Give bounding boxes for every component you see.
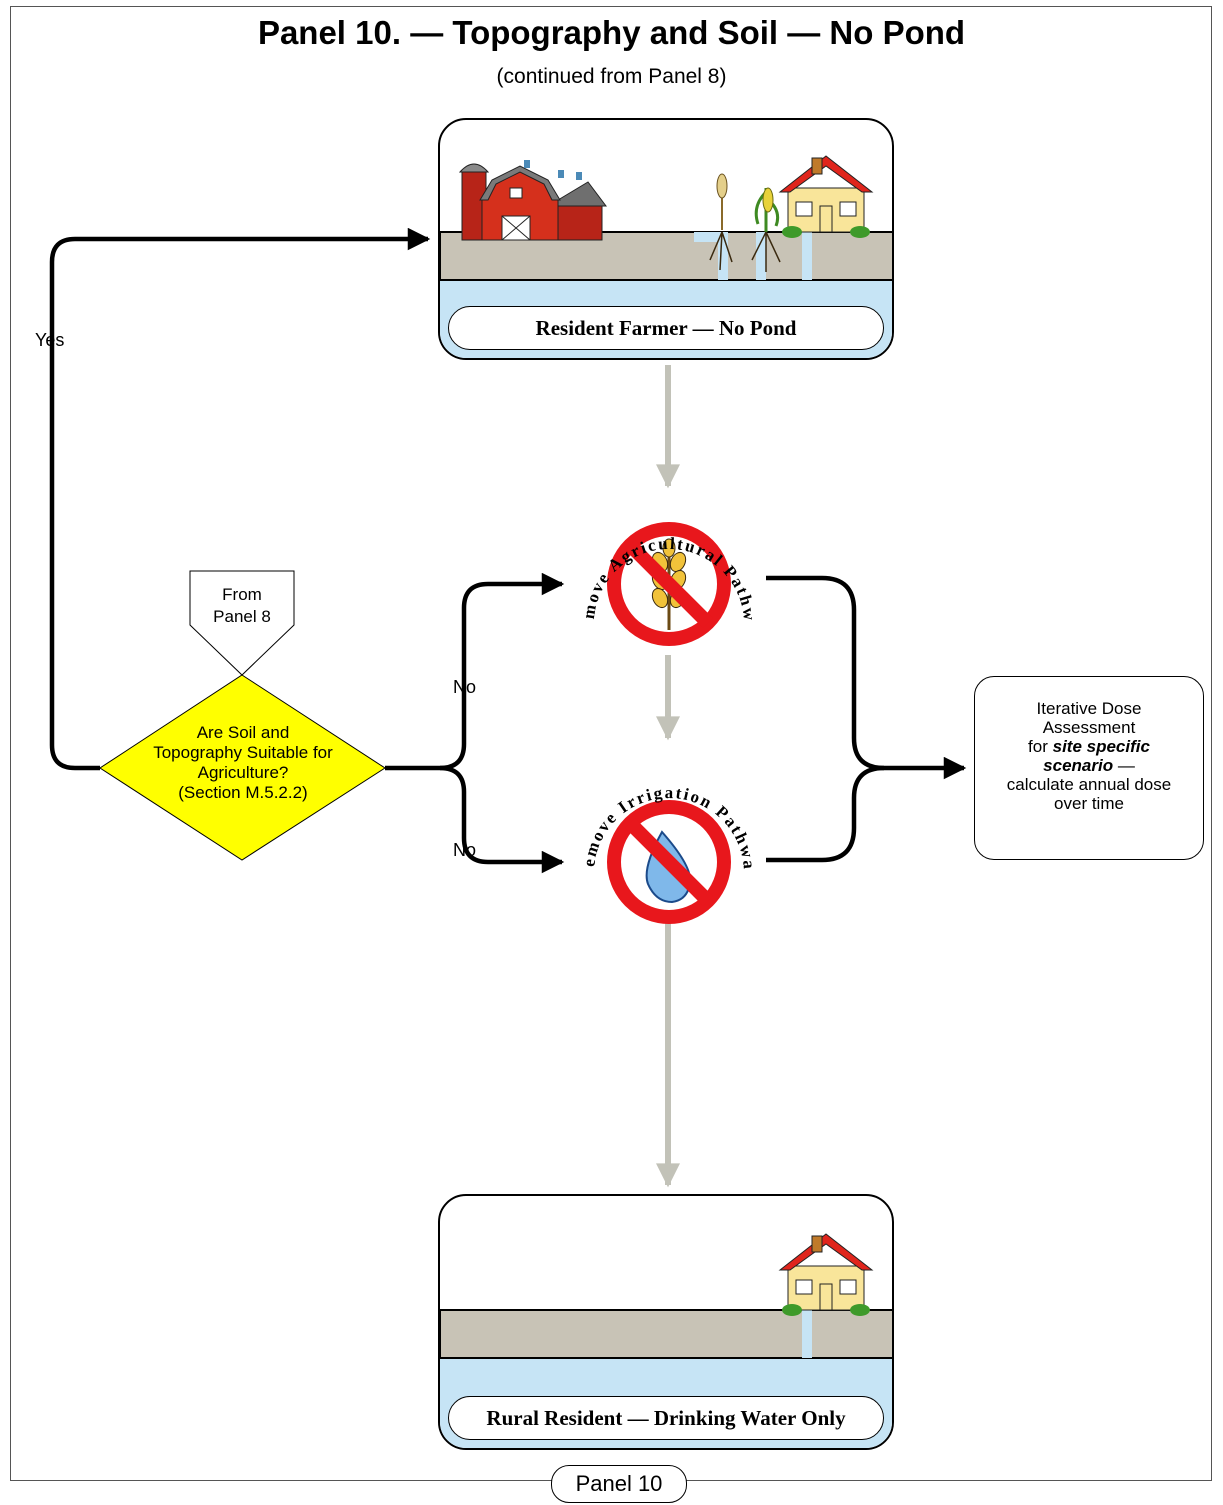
from-line-2: Panel 8 (213, 607, 271, 626)
outcome-line-1: Iterative Dose (1036, 699, 1142, 718)
page-title: Panel 10. — Topography and Soil — No Pon… (257, 14, 966, 51)
decision-text: Are Soil and Topography Suitable for Agr… (108, 723, 378, 803)
outcome-dash: — (1113, 756, 1135, 775)
no-wheat-icon (607, 522, 731, 646)
decision-line-3: Agriculture? (197, 763, 289, 782)
from-line-1: From (222, 585, 262, 604)
house-icon (778, 155, 874, 280)
edge-label-no-lower: No (453, 840, 477, 860)
outcome-emphasis-1: site specific (1052, 737, 1150, 756)
black-arrows (49, 227, 967, 874)
off-page-connector (189, 570, 295, 676)
decision-line-4: (Section M.5.2.2) (178, 783, 308, 802)
page-subtitle: (continued from Panel 8) (496, 65, 727, 88)
house-icon (778, 1233, 874, 1358)
decision-diamond (99, 674, 386, 861)
outcome-prefix: for (1028, 737, 1053, 756)
edge-label-no-upper: No (453, 677, 477, 697)
corn-plant-icon (751, 187, 781, 280)
footer-panel-label: Panel 10 (551, 1465, 687, 1503)
outcome-box: Iterative Dose Assessment for site speci… (974, 676, 1204, 860)
no-water-drop-icon (607, 800, 731, 924)
barn-icon (458, 160, 607, 241)
scene-rural-resident: Rural Resident — Drinking Water Only (438, 1194, 894, 1450)
decision-line-1: Are Soil and (196, 723, 290, 742)
scene-label-rural-resident: Rural Resident — Drinking Water Only (448, 1396, 884, 1440)
outcome-line-2: Assessment (1042, 718, 1136, 737)
decision-line-2: Topography Suitable for (153, 743, 333, 762)
outcome-line-3: for site specific (975, 737, 1203, 756)
wheat-plant-icon (694, 173, 733, 280)
edge-label-yes: Yes (35, 330, 65, 350)
from-panel-text: From Panel 8 (190, 584, 294, 628)
scene-resident-farmer: Resident Farmer — No Pond (438, 118, 894, 360)
outcome-line-5: calculate annual dose (1006, 775, 1172, 794)
scene-label-resident-farmer: Resident Farmer — No Pond (448, 306, 884, 350)
outcome-line-6: over time (1054, 794, 1124, 813)
outcome-emphasis-2: scenario (1043, 756, 1114, 775)
outcome-line-4: scenario — (975, 756, 1203, 775)
